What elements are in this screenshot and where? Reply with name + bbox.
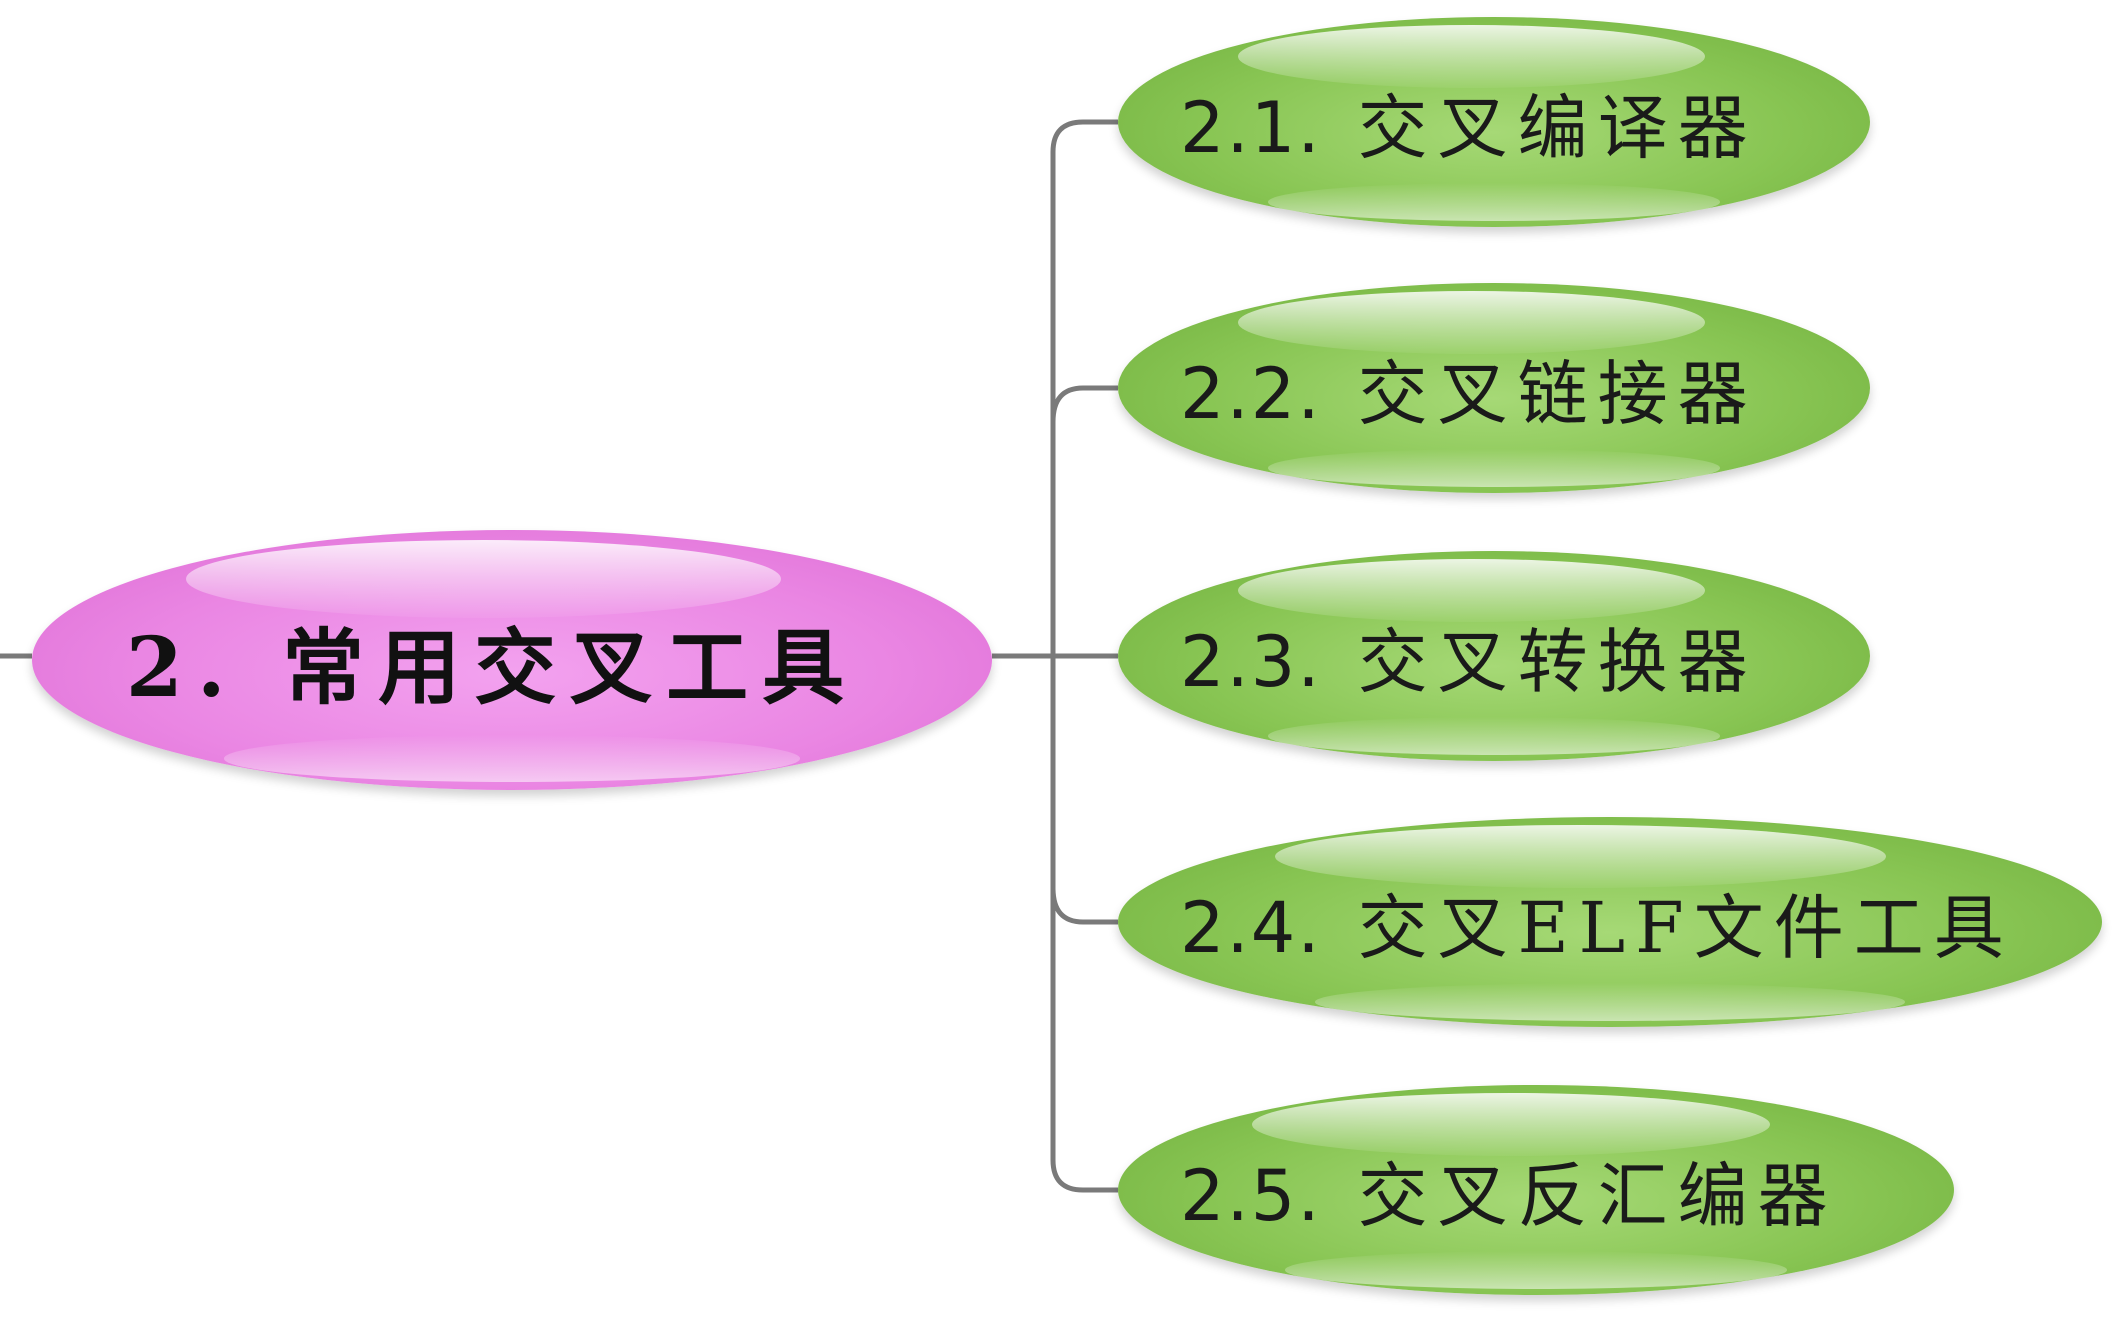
subtopic-number: 2.1. [1180, 86, 1322, 169]
subtopic-node-2-3[interactable]: 2.3. 交叉转换器 [1118, 551, 1870, 761]
subtopic-node-2-2[interactable]: 2.2. 交叉链接器 [1118, 283, 1870, 493]
subtopic-text: 交叉链接器 [1357, 352, 1758, 435]
subtopic-text: 交叉转换器 [1357, 620, 1758, 703]
subtopic-node-2-1[interactable]: 2.1. 交叉编译器 [1118, 17, 1870, 227]
subtopic-number: 2.5. [1180, 1154, 1322, 1237]
trunk-connector [1050, 119, 1118, 1193]
subtopic-node-2-4[interactable]: 2.4. 交叉ELF文件工具 [1118, 817, 2102, 1027]
subtopic-number: 2.3. [1180, 620, 1322, 703]
branch-connector-2-4 [1050, 887, 1118, 925]
branch-connector-2-2 [1050, 385, 1118, 423]
subtopic-text: 交叉反汇编器 [1357, 1154, 1838, 1237]
central-topic-node[interactable]: 2. 常用交叉工具 [32, 530, 992, 790]
subtopic-text: 交叉编译器 [1357, 86, 1758, 169]
subtopic-text: 交叉ELF文件工具 [1357, 886, 2014, 969]
central-topic-label: 2. 常用交叉工具 [125, 619, 859, 716]
subtopic-number: 2.4. [1180, 886, 1322, 969]
subtopic-number: 2.2. [1180, 352, 1322, 435]
subtopic-node-2-5[interactable]: 2.5. 交叉反汇编器 [1118, 1085, 1954, 1295]
